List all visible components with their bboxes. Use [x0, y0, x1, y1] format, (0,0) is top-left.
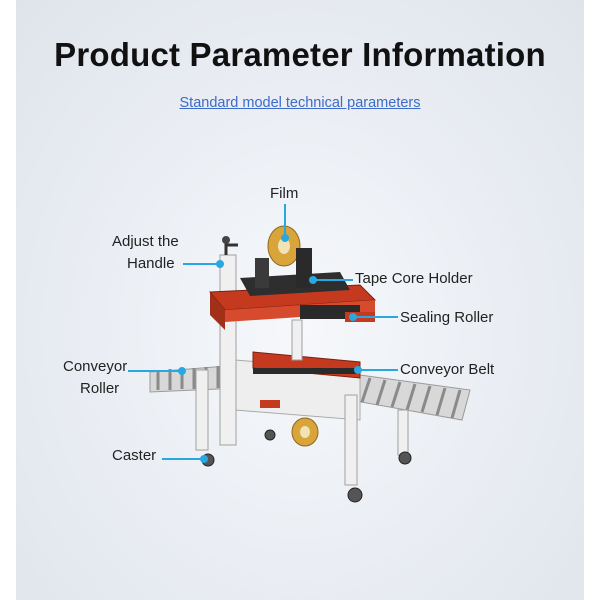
tape-holder-shape	[255, 248, 312, 288]
label-adjust-handle-line2: Handle	[127, 255, 175, 272]
subtitle-link[interactable]: Standard model technical parameters	[179, 95, 421, 111]
label-sealing-roller: Sealing Roller	[400, 309, 494, 326]
label-conveyor-roller-line2: Roller	[80, 380, 120, 397]
label-tape-core-holder: Tape Core Holder	[355, 270, 473, 287]
label-conveyor-belt: Conveyor Belt	[400, 361, 495, 378]
page-title: Product Parameter Information	[54, 36, 546, 73]
label-adjust-handle-line1: Adjust the	[112, 233, 179, 250]
conveyor-belt-shape	[252, 351, 361, 379]
label-conveyor-roller-line1: Conveyor	[63, 358, 128, 375]
spare-tape-roll	[291, 417, 319, 447]
right-roller-table	[349, 374, 471, 421]
label-caster: Caster	[112, 447, 157, 464]
label-film: Film	[270, 185, 299, 202]
handle-shape	[222, 236, 238, 255]
callout-lines	[128, 204, 398, 463]
